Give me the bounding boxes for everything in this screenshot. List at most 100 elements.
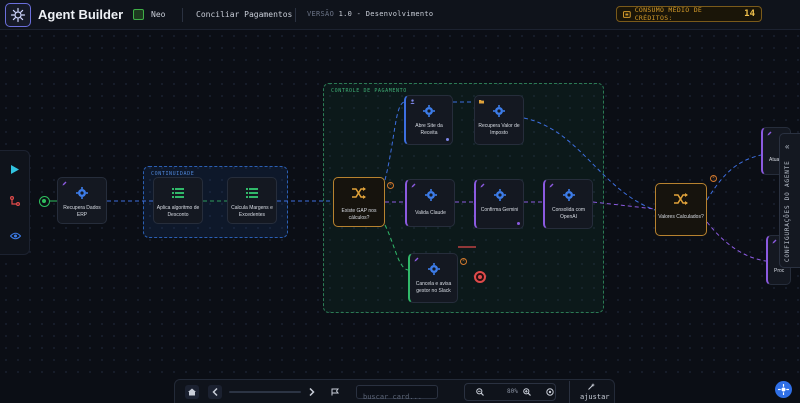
node-recupera-dados-erp[interactable]: Recupera Dados ERP (57, 177, 107, 224)
node-label: Abre Site da Receita (415, 123, 443, 136)
node-label: Atual (769, 157, 781, 163)
zoom-controls (464, 383, 556, 401)
credits-badge: CONSUMO MÉDIO DE CRÉDITOS: 14 (616, 6, 762, 22)
logo-icon (10, 7, 26, 23)
header-divider (295, 8, 296, 22)
target-icon (546, 388, 554, 396)
pencil-icon[interactable] (411, 183, 416, 188)
zoom-level: 80% (507, 388, 518, 395)
user-icon (410, 99, 415, 104)
node-abre-site-receita[interactable]: Abre Site da Receita (404, 95, 453, 145)
version-label: VERSÃO (307, 10, 335, 18)
home-button[interactable] (185, 385, 199, 399)
debug-button[interactable] (8, 194, 22, 208)
node-aplica-desconto[interactable]: Aplica algoritmo de Desconto (153, 177, 203, 224)
branch-icon (10, 196, 20, 206)
user-name[interactable]: Neo (151, 10, 166, 19)
zoom-out-button[interactable] (473, 385, 487, 399)
node-label: Consolida com OpenAI (551, 207, 586, 220)
version-value: 1.0 - Desenvolvimento (338, 10, 434, 18)
gear-icon (427, 263, 440, 275)
node-valores-calculados[interactable]: Valores Calculados? (655, 183, 707, 236)
center-button[interactable] (543, 385, 557, 399)
node-confirma-gemini[interactable]: Confirma Gemini (474, 179, 524, 229)
node-cancela-slack[interactable]: Cancela e avisa gestor no Slack (408, 253, 458, 303)
node-existe-gap[interactable]: Existe GAP nos cálculos? (333, 177, 385, 227)
top-bar: Agent Builder Neo Conciliar Pagamentos V… (0, 0, 800, 30)
status-dot (446, 138, 449, 141)
next-button[interactable] (305, 385, 319, 399)
zoom-in-button[interactable] (520, 385, 534, 399)
pencil-icon[interactable] (549, 183, 554, 188)
fit-label: ajustar (580, 393, 610, 401)
gear-icon (493, 105, 505, 117)
end-node[interactable] (474, 271, 486, 283)
magic-wand-icon (588, 383, 595, 390)
assistant-icon (778, 384, 789, 395)
credits-label: CONSUMO MÉDIO DE CRÉDITOS: (634, 6, 703, 22)
node-label: Recupera Dados ERP (63, 205, 101, 218)
app-logo[interactable] (5, 3, 31, 27)
node-recupera-imposto[interactable]: Recupera Valor de Imposto (474, 95, 524, 145)
group-label: CONTINUIDADE (151, 171, 195, 177)
zoom-out-icon (476, 388, 484, 396)
gear-icon (423, 105, 435, 117)
preview-button[interactable] (8, 229, 22, 243)
fit-button[interactable]: ajustar (569, 381, 615, 403)
agent-settings-panel[interactable]: « CONFIGURAÇÕES DO AGENTE (779, 133, 800, 268)
app-title: Agent Builder (38, 7, 124, 22)
flow-canvas[interactable]: CONTINUIDADE CONTROLE DE PAGAMENTO (0, 30, 800, 375)
eye-icon (9, 232, 21, 240)
start-node[interactable] (39, 196, 50, 207)
pencil-icon[interactable] (62, 181, 67, 186)
list-icon (172, 188, 184, 198)
left-toolbar (0, 150, 30, 255)
node-label: Existe GAP nos cálculos? (341, 208, 377, 221)
user-avatar[interactable] (133, 9, 144, 20)
flow-name[interactable]: Conciliar Pagamentos (196, 10, 293, 19)
status-dot (517, 222, 520, 225)
shuffle-icon (352, 187, 366, 199)
help-button[interactable] (775, 381, 792, 398)
pencil-icon[interactable] (480, 183, 485, 188)
zoom-in-icon (523, 388, 531, 396)
node-label: Cancela e avisa gestor no Slack (415, 281, 452, 294)
shuffle-icon (674, 193, 688, 205)
pencil-icon[interactable] (772, 239, 777, 244)
node-calcula-margens[interactable]: Calcula Margens e Excedentes (227, 177, 277, 224)
gear-icon (76, 187, 88, 199)
version-info: VERSÃO 1.0 - Desenvolvimento (307, 10, 433, 18)
gear-icon (493, 189, 506, 201)
pencil-icon[interactable] (414, 257, 419, 262)
play-button[interactable] (8, 162, 22, 176)
pencil-icon[interactable] (767, 131, 772, 136)
card-search[interactable] (356, 385, 438, 403)
node-valida-claude[interactable]: Valida Claude (405, 179, 455, 227)
node-label: Confirma Gemini (480, 207, 519, 213)
flag-button[interactable] (328, 385, 342, 399)
folder-icon (479, 100, 484, 104)
gear-icon (424, 189, 437, 201)
credits-value: 14 (744, 9, 755, 19)
node-label: Valores Calculados? (658, 214, 704, 220)
header-divider (182, 8, 183, 22)
remove-branch-icon[interactable]: × (460, 258, 467, 265)
remove-branch-icon[interactable]: × (710, 175, 717, 182)
chevron-left-icon (212, 388, 218, 396)
node-label: Calcula Margens e Excedentes (231, 205, 273, 218)
prev-button[interactable] (208, 385, 222, 399)
node-consolida-openai[interactable]: Consolida com OpenAI (543, 179, 593, 229)
flow-edges (50, 101, 767, 271)
node-label: Recupera Valor de Imposto (478, 123, 520, 136)
remove-branch-icon[interactable]: × (387, 182, 394, 189)
gear-icon (562, 189, 575, 201)
node-label: Proc (774, 268, 785, 274)
chevron-right-icon (309, 388, 315, 396)
history-slider[interactable] (229, 391, 301, 393)
group-label: CONTROLE DE PAGAMENTO (331, 88, 407, 94)
chevron-double-left-icon[interactable]: « (785, 142, 790, 151)
card-search-input[interactable] (357, 391, 437, 403)
agent-settings-title: CONFIGURAÇÕES DO AGENTE (784, 160, 791, 262)
node-label: Aplica algoritmo de Desconto (156, 205, 200, 218)
play-icon (11, 164, 19, 174)
